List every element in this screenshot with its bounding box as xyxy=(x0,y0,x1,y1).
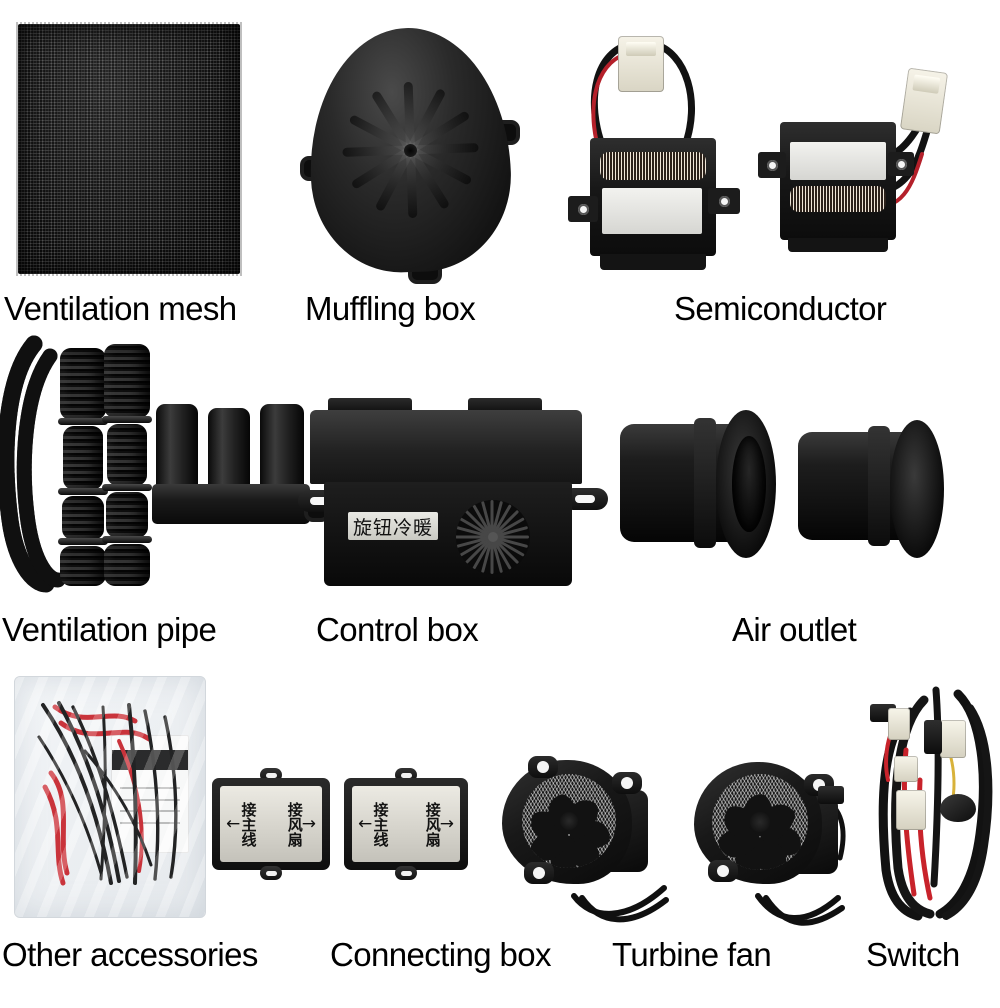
switch-body xyxy=(896,790,926,830)
control-box-image: 旋钮冷暖 xyxy=(298,398,608,588)
connecting-box-right-arrow-2: → xyxy=(439,814,454,834)
semiconductor-module-1 xyxy=(566,30,746,280)
control-box-vent-grille xyxy=(456,500,530,574)
semiconductor-heater-fins-2 xyxy=(790,186,886,212)
connecting-box-1: ← 接主线 接风扇 → xyxy=(212,768,330,880)
air-outlet-1 xyxy=(620,410,800,560)
connecting-box-2: ← 接主线 接风扇 → xyxy=(344,768,468,880)
caption-turbine-fan: Turbine fan xyxy=(612,936,772,973)
connecting-box-lug-bottom-1 xyxy=(260,866,282,880)
accessories-bag-image xyxy=(14,676,206,918)
caption-other-accessories: Other accessories xyxy=(2,936,258,973)
caption-control-box: Control box xyxy=(316,611,479,648)
ventilation-hose-image xyxy=(0,335,66,593)
ventilation-duct-2 xyxy=(102,344,152,586)
switch-connector-white-2 xyxy=(940,720,966,758)
semiconductor-module-2 xyxy=(752,66,952,276)
turbine-fan-2 xyxy=(686,756,858,926)
connecting-box-left-text-2: 接主线 xyxy=(371,801,390,847)
duct-manifold-image xyxy=(152,404,330,530)
control-box-ear-right xyxy=(562,488,608,510)
semiconductor-connector-2 xyxy=(899,67,949,135)
switch-connector-white-3 xyxy=(894,756,918,782)
turbine-fan-connector-2 xyxy=(818,786,844,804)
connecting-box-faceplate-1: ← 接主线 接风扇 → xyxy=(220,786,322,862)
turbine-fan-1 xyxy=(496,756,669,923)
turbine-fan-screen-2 xyxy=(712,774,808,870)
connecting-box-left-arrow-1: ← xyxy=(226,814,241,834)
manual-booklet xyxy=(111,735,189,853)
semiconductor-panel-1 xyxy=(602,188,702,234)
air-outlet-2 xyxy=(798,420,968,560)
control-box-label-plate: 旋钮冷暖 xyxy=(348,512,438,540)
semiconductor-panel-2 xyxy=(790,142,886,180)
caption-ventilation-mesh: Ventilation mesh xyxy=(4,290,237,327)
semiconductor-heater-fins-1 xyxy=(600,152,706,180)
connecting-box-left-arrow-2: ← xyxy=(358,814,373,834)
caption-semiconductor: Semiconductor xyxy=(674,290,887,327)
caption-muffling-box: Muffling box xyxy=(305,290,476,327)
turbine-fan-screen-1 xyxy=(522,774,616,868)
caption-ventilation-pipe: Ventilation pipe xyxy=(2,611,217,648)
connecting-box-faceplate-2: ← 接主线 接风扇 → xyxy=(352,786,460,862)
ventilation-duct-1 xyxy=(58,348,108,586)
connecting-box-lug-bottom-2 xyxy=(395,866,417,880)
switch-harness-image xyxy=(862,684,1000,921)
ventilation-mesh-image xyxy=(16,22,242,276)
caption-connecting-box: Connecting box xyxy=(330,936,552,973)
switch-knob xyxy=(940,794,976,822)
semiconductor-connector-1 xyxy=(618,36,664,92)
switch-connector-white-1 xyxy=(888,708,910,740)
connecting-box-right-text-2: 接风扇 xyxy=(423,801,442,847)
muffling-box-image xyxy=(300,24,520,284)
caption-air-outlet: Air outlet xyxy=(732,611,857,648)
connecting-box-right-text-1: 接风扇 xyxy=(285,801,304,847)
switch-connector-black-mid xyxy=(924,720,942,754)
connecting-box-left-text-1: 接主线 xyxy=(239,801,258,847)
connecting-box-right-arrow-1: → xyxy=(301,814,316,834)
caption-switch: Switch xyxy=(866,936,960,973)
